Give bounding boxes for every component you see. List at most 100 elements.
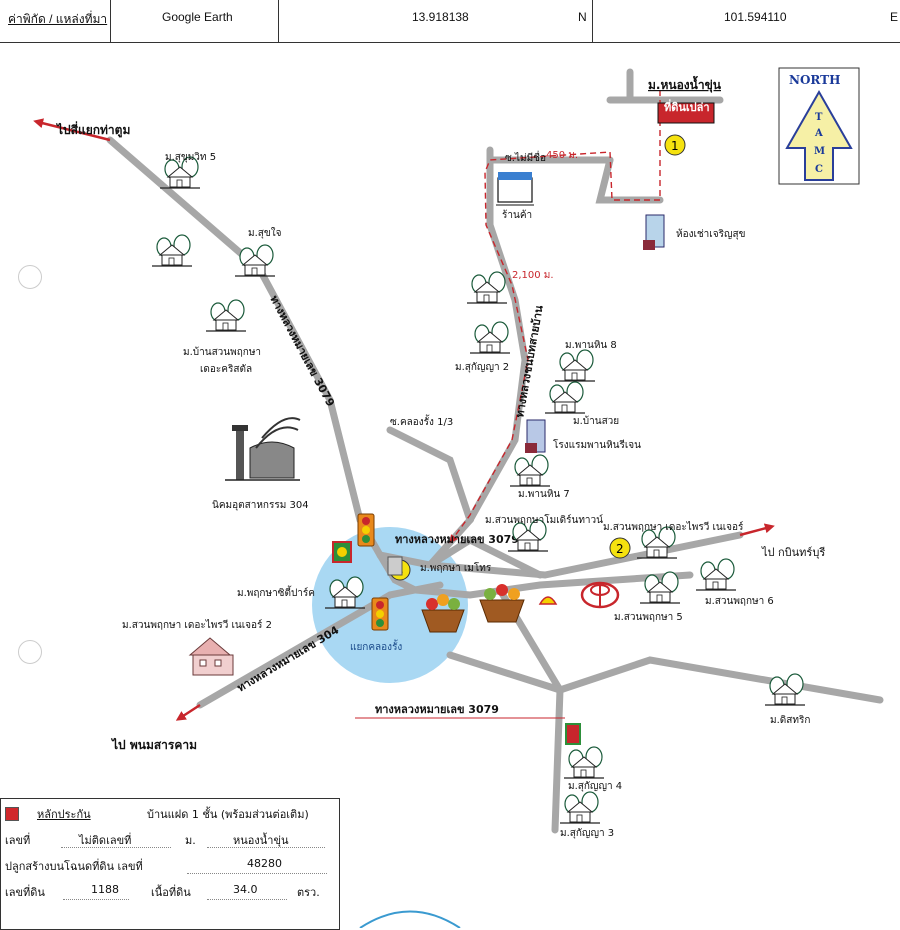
shop-label: ร้านค้า bbox=[502, 209, 532, 221]
arrow-to-tha-tum bbox=[33, 118, 111, 142]
place-label: ม.สุกัญญา 3 bbox=[560, 828, 614, 839]
source-value: Google Earth bbox=[162, 10, 233, 24]
place-label: ม.พฤกษาซิตี้ปาร์ค bbox=[237, 585, 315, 599]
fruit-basket-icon bbox=[421, 594, 465, 633]
punch-hole bbox=[18, 640, 42, 664]
place-label: ม.สวนพฤกษา เดอะไพรวี เนเจอร์ bbox=[603, 521, 744, 533]
place-label: เดอะคริสตัล bbox=[200, 364, 252, 375]
punch-hole bbox=[18, 265, 42, 289]
area-unit: ตรว. bbox=[297, 886, 320, 899]
svg-text:C: C bbox=[815, 164, 823, 175]
distance-2100: 2,100 ม. bbox=[512, 270, 554, 281]
place-label: ม.สุขใจ bbox=[248, 227, 282, 239]
place-label: ม.สวนพฤกษา เดอะไพรวี เนเจอร์ 2 bbox=[122, 619, 272, 631]
deed-value: 48280 bbox=[247, 857, 282, 870]
place-label: ม.สวนพฤกษาโมเดิร์นทาวน์ bbox=[485, 513, 603, 526]
coordinate-header: ค่าพิกัด / แหล่งที่มา Google Earth 13.91… bbox=[0, 0, 900, 43]
house-no-label: เลขที่ bbox=[5, 834, 31, 847]
svg-text:T: T bbox=[815, 112, 823, 123]
longitude-dir: E bbox=[890, 10, 899, 24]
subject-village: ม.หนองน้ำขุ่น bbox=[648, 75, 722, 93]
arrow-to-phanom bbox=[175, 703, 201, 721]
house-icon bbox=[544, 381, 586, 414]
longitude-cell: 101.594110 E bbox=[592, 0, 899, 42]
convenience-store-icon bbox=[337, 547, 347, 557]
house-icon bbox=[469, 321, 511, 354]
subject-plot bbox=[657, 102, 715, 124]
traffic-light-icon bbox=[357, 513, 375, 547]
collateral-marker-icon bbox=[5, 807, 19, 821]
deed-label: ปลูกสร้างบนโฉนดที่ดิน เลขที่ bbox=[5, 860, 143, 873]
underline bbox=[63, 899, 129, 900]
toyota-logo-icon bbox=[580, 581, 620, 609]
road-label-3079-center: ทางหลวงหมายเลข 3079 bbox=[395, 533, 519, 546]
land-no-label: เลขที่ดิน bbox=[5, 886, 45, 899]
house-icon bbox=[466, 271, 508, 304]
direction-to-kabinburi: ไป กบินทร์บุรี bbox=[761, 546, 825, 559]
marker-1: 1 bbox=[664, 134, 686, 156]
source-value-cell: Google Earth bbox=[110, 0, 279, 42]
place-label: ม.พฤกษา เมโทร bbox=[420, 561, 492, 574]
hotel-icon bbox=[525, 419, 546, 453]
direction-to-phanom: ไป พนมสารคาม bbox=[110, 737, 197, 752]
road-label-3079-south: ทางหลวงหมายเลข 3079 bbox=[375, 703, 499, 716]
road-label-304: ทางหลวงหมายเลข 304 bbox=[235, 623, 342, 694]
arrow-to-kabinburi bbox=[739, 523, 775, 537]
house-icon bbox=[559, 791, 601, 824]
road-label-soi-khlong-rung: ซ.คลองรั้ง 1/3 bbox=[390, 414, 453, 428]
distance-450: 450 ม. bbox=[546, 150, 578, 161]
area-value: 34.0 bbox=[233, 883, 258, 896]
industrial-label: นิคมอุตสาหกรรม 304 bbox=[212, 500, 309, 511]
house-icon bbox=[509, 454, 551, 487]
apartment-icon bbox=[643, 214, 665, 250]
direction-to-tha-tum: ไปสี่แยกท่าตูม bbox=[55, 121, 130, 138]
house-icon bbox=[205, 299, 247, 332]
latitude-value: 13.918138 bbox=[412, 10, 469, 24]
convenience-store-icon bbox=[565, 723, 581, 745]
place-label: ม.พานหิน 7 bbox=[518, 489, 570, 500]
house-icon bbox=[563, 746, 605, 779]
townhouse-icon bbox=[188, 637, 234, 676]
traffic-light-icon bbox=[371, 597, 389, 631]
underline bbox=[207, 899, 287, 900]
place-label: ม.ดิสทริก bbox=[770, 715, 810, 726]
north-compass: NORTH T A M C bbox=[778, 67, 860, 185]
svg-text:A: A bbox=[814, 128, 823, 139]
fruit-basket-icon bbox=[479, 584, 525, 623]
place-label: ม.สวนพฤกษา 6 bbox=[705, 596, 774, 607]
building-icon bbox=[387, 556, 403, 576]
underline bbox=[61, 847, 171, 848]
svg-text:NORTH: NORTH bbox=[789, 73, 840, 87]
house-icon bbox=[151, 234, 193, 267]
moo-value: หนองน้ำขุ่น bbox=[233, 834, 289, 847]
latitude-dir: N bbox=[578, 10, 587, 24]
route-path bbox=[449, 90, 661, 544]
marker-2: 2 bbox=[609, 537, 631, 559]
svg-text:2: 2 bbox=[616, 542, 624, 556]
place-label: ม.บ้านสวย bbox=[573, 415, 619, 427]
collateral-title: หลักประกัน bbox=[37, 808, 91, 821]
location-map: ทางหลวงหมายเลข 3079 ทางหลวงหมายเลข 3079 … bbox=[33, 67, 884, 928]
house-icon bbox=[554, 349, 596, 382]
house-no-value: ไม่ติดเลขที่ bbox=[79, 834, 132, 847]
place-label: ม.สวนพฤกษา 5 bbox=[614, 612, 683, 623]
road-network bbox=[106, 68, 884, 834]
subject-plot-label: ที่ดินเปล่า bbox=[664, 99, 710, 114]
land-no-value: 1188 bbox=[91, 883, 119, 896]
house-icon bbox=[695, 558, 737, 591]
place-label: ม.สุกัญญา 2 bbox=[455, 362, 509, 373]
source-label-cell: ค่าพิกัด / แหล่งที่มา bbox=[0, 0, 111, 42]
apartment-label: ห้องเช่าเจริญสุข bbox=[676, 228, 745, 240]
shell-logo-icon bbox=[538, 596, 558, 605]
hotel-label: โรงแรมพานหินรีเจน bbox=[553, 438, 641, 451]
latitude-cell: 13.918138 N bbox=[278, 0, 593, 42]
factory-icon bbox=[225, 417, 301, 481]
svg-text:M: M bbox=[814, 146, 825, 157]
place-label: ม.พานหิน 8 bbox=[565, 340, 617, 351]
moo-label: ม. bbox=[185, 834, 196, 847]
shop-icon bbox=[496, 172, 534, 206]
longitude-value: 101.594110 bbox=[724, 10, 787, 24]
stamp bbox=[359, 910, 461, 928]
road-label-3079-north: ทางหลวงหมายเลข 3079 bbox=[267, 293, 337, 409]
underline bbox=[207, 847, 325, 848]
